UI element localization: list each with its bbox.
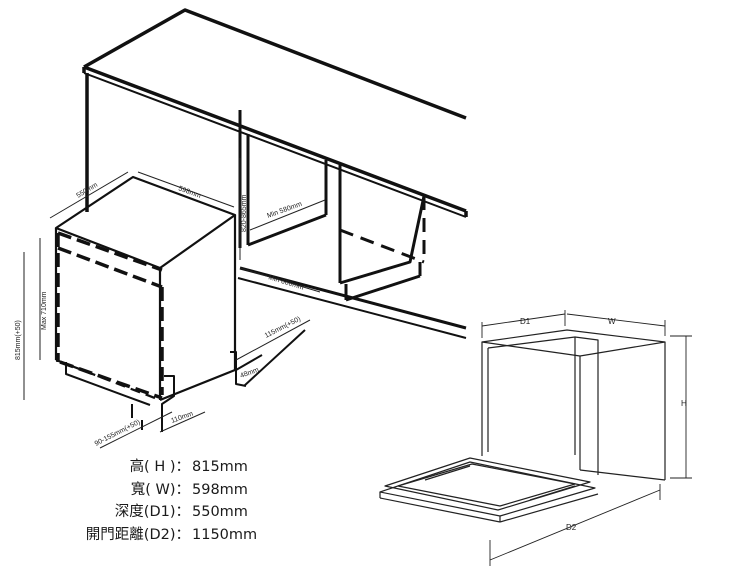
dishwasher-open-body: [481, 329, 666, 481]
spec-label: 深度(D1)：: [114, 504, 190, 520]
installation-drawing: 550mm 598mm 820-865mm Min 580mm Min 600m…: [15, 8, 468, 449]
label-min-600: Min 600mm: [267, 274, 304, 291]
label-cabinet-height: 820-865mm: [241, 194, 248, 232]
open-dimension-lines: [481, 310, 692, 566]
spec-row-height: 高( H )： 815mm: [0, 456, 270, 479]
label-gap-48: 48mm: [239, 367, 260, 380]
label-min-580: Min 580mm: [266, 201, 303, 220]
open-door-drawing: D1 W H D2: [379, 310, 692, 566]
countertop: [82, 8, 468, 218]
label-h: H: [681, 399, 687, 408]
spec-label: 開門距離(D2)：: [85, 526, 190, 543]
label-d1: D1: [520, 317, 531, 326]
label-gap-110: 110mm: [170, 410, 194, 424]
spec-row-width: 寬( W)： 598mm: [0, 479, 270, 502]
spec-value: 550mm: [192, 504, 248, 520]
spec-value: 598mm: [192, 481, 248, 498]
spec-value: 815mm: [192, 459, 248, 475]
dishwasher-body: [54, 175, 237, 402]
spec-label: 高( H )：: [129, 459, 190, 475]
front-door: [56, 231, 164, 400]
spec-label: 寬( W)：: [130, 481, 190, 498]
toe-kick: [65, 362, 175, 432]
label-w: W: [608, 317, 616, 326]
label-max-710: Max 710mm: [41, 291, 48, 330]
spec-row-door-distance: 開門距離(D2)： 1150mm: [0, 524, 270, 547]
dimension-lines: [23, 158, 326, 449]
spec-list: 高( H )： 815mm 寬( W)： 598mm 深度(D1)： 550mm…: [0, 456, 270, 546]
spec-value: 1150mm: [192, 526, 258, 543]
open-dimension-text: D1 W H D2: [520, 317, 687, 532]
label-height-815: 815mm(+50): [15, 320, 22, 360]
label-toe-kick: 90-155mm(+50): [94, 419, 142, 448]
open-door: [379, 457, 599, 523]
cabinet-niche: [237, 110, 467, 339]
label-d2: D2: [566, 523, 577, 532]
spec-row-depth: 深度(D1)： 550mm: [0, 501, 270, 524]
